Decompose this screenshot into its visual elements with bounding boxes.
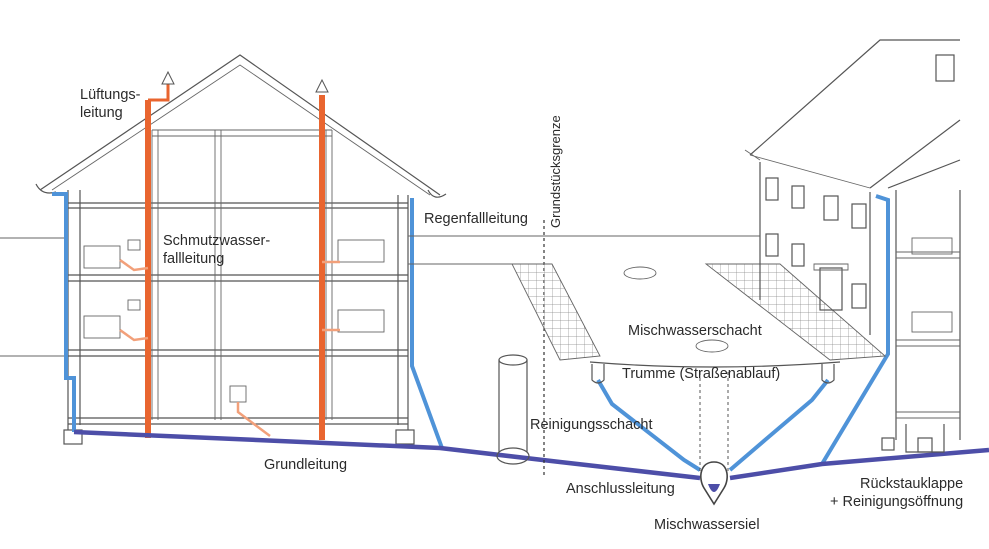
window-5 [765,233,779,257]
vent-cap-1 [161,70,175,85]
label-anschlussleitung: Anschlussleitung [566,481,675,497]
sidewalk-right [704,263,887,361]
rain-pipes [52,192,890,472]
left-gutter-right [427,189,447,198]
vent-cap-2 [315,78,329,93]
label-trumme: Trumme (Straßenablauf) [622,366,781,382]
label-grundleitung: Grundleitung [264,457,348,473]
left-roof-inner [51,64,431,196]
toilet-2 [127,299,141,311]
window-1 [765,177,779,201]
road-surface [589,361,841,368]
left-ground-lines [0,237,68,357]
label-mischwassersiel: Mischwassersiel [654,517,760,533]
right-sewer-pipe [729,447,989,481]
basement-appliance [229,385,247,403]
cleaning-shaft-top [498,354,528,366]
left-roof [39,54,441,196]
branch-5 [236,402,271,437]
floor-slab-1 [68,202,408,209]
label-mischwasserschacht: Mischwasserschacht [628,323,762,339]
cleaning-shaft-base [496,447,530,465]
sidewalk-left [511,263,601,361]
right-roof-edge [869,119,961,189]
backflow-valve [917,437,933,453]
vent-pipes [119,70,340,440]
branch-2 [119,328,149,342]
rain-pipe-trumme-left [596,378,702,472]
sewer-pipes [73,429,989,481]
rain-pipe-left [52,192,76,432]
vent-pipe-1-top [148,80,170,102]
left-wall-right [397,195,409,430]
floor-slab-3 [68,349,408,357]
label-grundstuecksgrenze: Grundstücksgrenze [548,115,563,228]
right-building [744,39,961,335]
left-foundation-2 [395,429,415,445]
rain-pipe-right-house [820,194,890,466]
cleaning-shaft-walls [498,360,528,452]
window-3 [823,195,839,221]
window-2 [791,185,805,209]
bathtub-1 [83,245,121,269]
kitchen-2 [337,309,385,333]
sewer-egg-water [708,484,720,492]
floor-slab-4 [68,417,408,425]
rain-pipe-right-left-house [410,198,444,449]
left-building [0,54,447,445]
window-4 [851,203,867,229]
toilet-1 [127,239,141,251]
chimney [935,54,955,82]
branch-1 [119,258,149,272]
street [408,235,887,474]
gully-right [821,364,835,384]
kitchen-1 [337,239,385,263]
cleaning-shaft [496,354,530,465]
sewer-shaft [699,372,729,474]
gully-left [591,364,605,384]
label-rueckstauklappe: Rückstauklappe + Reinigungsöffnung [830,476,964,510]
interior-wall-2 [214,130,222,420]
manhole-cover-1 [623,266,657,280]
label-lueftungsleitung: Lüftungs- leitung [80,87,141,121]
label-regenfallleitung: Regenfallleitung [424,211,528,227]
floor-slab-2 [68,274,408,282]
far-right-kitchen-2 [911,311,953,333]
entrance-canopy [813,263,849,271]
grundleitung-pipe [73,429,701,481]
label-schmutzwasserfallleitung: Schmutzwasser- fallleitung [163,233,271,267]
far-right-floors [896,251,960,419]
manhole-cover-2 [695,339,729,353]
rain-pipe-trumme-right [728,378,830,472]
entrance-door [819,267,843,311]
far-right-foundation [881,437,895,451]
window-6 [791,243,805,267]
right-walls [759,162,871,335]
far-right-walls [887,159,961,440]
window-7 [851,283,867,309]
interior-wall-3 [325,130,333,420]
interior-wall-1 [151,130,159,420]
combined-sewer [700,461,728,506]
attic-floor [152,129,332,137]
bathtub-2 [83,315,121,339]
label-reinigungsschacht: Reinigungsschacht [530,417,653,433]
sewer-egg-outer [700,461,728,506]
right-eave [744,149,871,189]
right-roof-front [749,39,960,156]
far-right-kitchen-1 [911,237,953,255]
far-right-building [881,159,961,453]
